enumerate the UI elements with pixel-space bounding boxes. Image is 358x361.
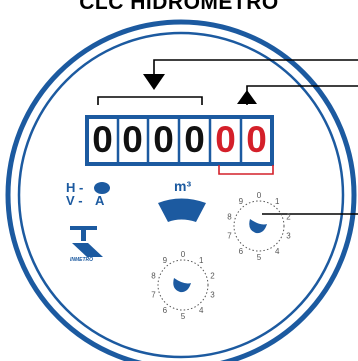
dial-number: 6: [239, 247, 244, 256]
dial-number: 5: [181, 312, 186, 321]
dial-number: 0: [181, 250, 186, 259]
dial-number: 8: [227, 212, 232, 221]
dial-number: 7: [227, 232, 232, 241]
dial-number: 6: [163, 306, 168, 315]
counter-digit: 0: [153, 119, 174, 160]
dial-number: 3: [210, 291, 215, 300]
dial-number: 8: [151, 271, 156, 280]
inmetro-logo: [70, 226, 103, 257]
dial-number: 1: [199, 256, 204, 265]
dial-number: 0: [257, 191, 262, 200]
a-label: A: [95, 193, 105, 208]
h-label: H -: [66, 180, 84, 195]
top-arrow-icon: [143, 74, 165, 90]
dial-number: 5: [257, 253, 262, 262]
v-label: V -: [66, 193, 83, 208]
dial-number: 1: [275, 197, 280, 206]
dial-number: 3: [286, 232, 291, 241]
dial-number: 9: [163, 256, 168, 265]
counter-digit: 0: [184, 119, 205, 160]
dial-number: 4: [199, 306, 204, 315]
dial-right-pointer-icon: [249, 219, 267, 234]
counter-digit: 0: [122, 119, 143, 160]
dial-bottom-pointer-icon: [173, 278, 191, 293]
unit-label: m³: [174, 178, 192, 194]
digits-bracket: [97, 96, 203, 105]
counter-digit-red: 0: [246, 119, 267, 160]
top-pointer-line: [153, 59, 358, 75]
counter-digit: 0: [92, 119, 113, 160]
inner-ring: [17, 31, 345, 359]
dial-number: 9: [239, 197, 244, 206]
dial-right: 0 12 34 5 67 89: [227, 191, 291, 262]
dial-number: 7: [151, 291, 156, 300]
dial-bottom: 0 12 34 5 67 89: [151, 250, 215, 321]
hv-dot-icon: [94, 182, 110, 194]
dial-number: 4: [275, 247, 280, 256]
diagram-title: CLC HIDROMETRO: [79, 0, 279, 14]
red-digits-bracket: [218, 165, 274, 175]
dial-number: 2: [210, 271, 215, 280]
outer-ring: [5, 19, 357, 361]
counter-digit-red: 0: [215, 119, 236, 160]
inmetro-label: INMETRO: [70, 257, 94, 263]
flow-fan-icon: [158, 198, 206, 222]
dial-number: 2: [286, 212, 291, 221]
up-arrow-icon: [237, 90, 257, 104]
